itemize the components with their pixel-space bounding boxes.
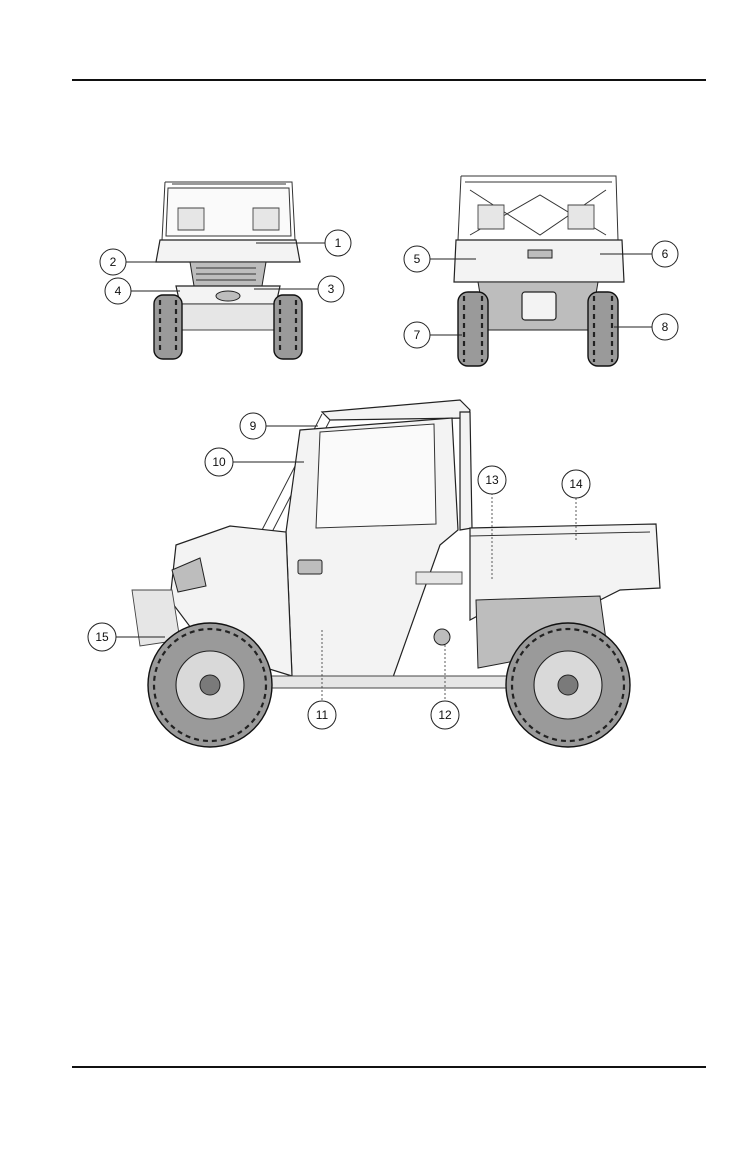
svg-text:4: 4 (115, 284, 122, 298)
callout-5: 5 (404, 246, 430, 272)
svg-text:3: 3 (328, 282, 335, 296)
callout-11: 11 (308, 701, 336, 729)
callout-13: 13 (478, 466, 506, 494)
svg-text:13: 13 (485, 473, 499, 487)
callout-2: 2 (100, 249, 126, 275)
callout-8: 8 (652, 314, 678, 340)
svg-text:5: 5 (414, 252, 421, 266)
front-view-illustration (154, 182, 302, 359)
svg-text:6: 6 (662, 247, 669, 261)
callout-1: 1 (325, 230, 351, 256)
svg-text:11: 11 (316, 708, 329, 722)
callout-7: 7 (404, 322, 430, 348)
callout-14: 14 (562, 470, 590, 498)
svg-text:15: 15 (95, 630, 109, 644)
callout-4: 4 (105, 278, 131, 304)
callout-3: 3 (318, 276, 344, 302)
svg-text:14: 14 (569, 477, 583, 491)
svg-text:9: 9 (250, 419, 257, 433)
callout-6: 6 (652, 241, 678, 267)
svg-text:10: 10 (212, 455, 226, 469)
callout-12: 12 (431, 701, 459, 729)
svg-text:1: 1 (335, 236, 342, 250)
callout-15: 15 (88, 623, 116, 651)
rear-view-illustration (454, 176, 624, 366)
svg-text:2: 2 (110, 255, 117, 269)
callout-9: 9 (240, 413, 266, 439)
svg-text:8: 8 (662, 320, 669, 334)
svg-text:12: 12 (438, 708, 452, 722)
callout-10: 10 (205, 448, 233, 476)
svg-text:7: 7 (414, 328, 421, 342)
